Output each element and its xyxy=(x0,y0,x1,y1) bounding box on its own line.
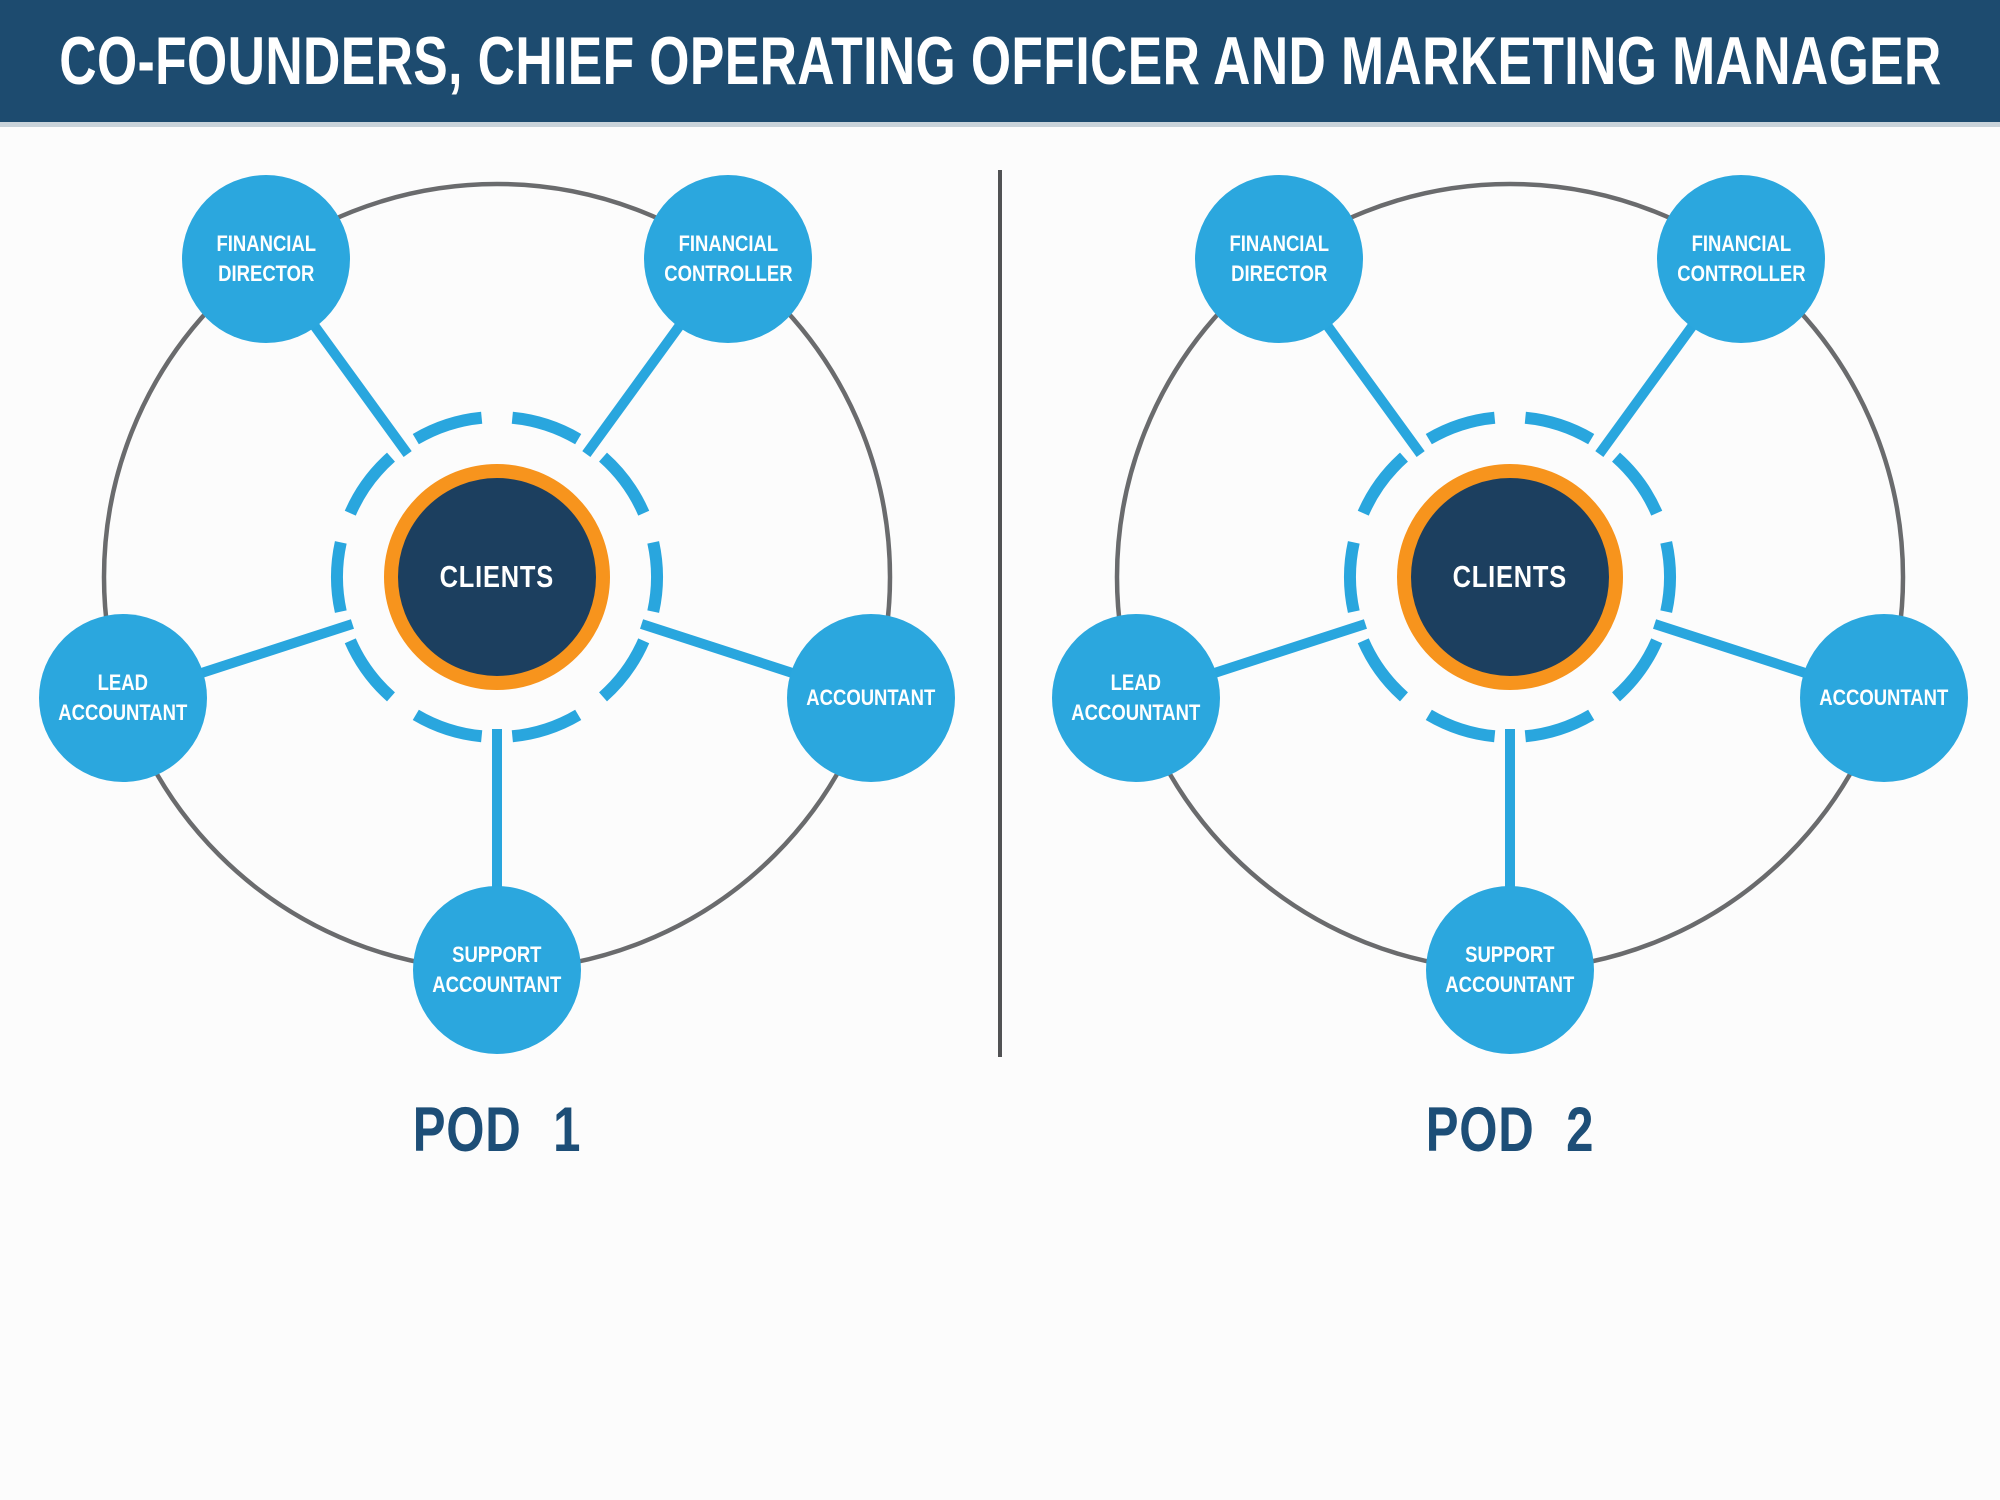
hub-ring-dash xyxy=(598,638,650,702)
spoke-line xyxy=(261,256,412,457)
hub-ring-dash xyxy=(1524,709,1595,743)
hub-ring-dash xyxy=(344,452,396,516)
spoke-line xyxy=(121,619,354,704)
pod-1-lines xyxy=(101,181,893,973)
hub-ring-dash xyxy=(1611,638,1663,702)
page-title: CO-FOUNDERS, CHIEF OPERATING OFFICER AND… xyxy=(58,23,1942,99)
pods-divider xyxy=(998,170,1002,1057)
pod-2-lines xyxy=(1114,181,1906,973)
hub-ring-dash xyxy=(1660,541,1676,613)
hub-ring-dash xyxy=(1425,709,1496,743)
hub-ring-dash xyxy=(598,452,650,516)
hub-ring-dash xyxy=(331,541,347,613)
hub-ring-dash xyxy=(412,709,483,743)
spoke-line xyxy=(1274,256,1425,457)
spoke-line xyxy=(582,256,733,457)
hub-ring-dash xyxy=(1425,411,1496,445)
spoke-line xyxy=(1134,619,1367,704)
header-banner: CO-FOUNDERS, CHIEF OPERATING OFFICER AND… xyxy=(0,0,2000,127)
hub-ring-dash xyxy=(412,411,483,445)
hub-ring-dash xyxy=(1611,452,1663,516)
spoke-line xyxy=(1595,256,1746,457)
hub-ring-dash xyxy=(511,411,582,445)
hub-ring-dash xyxy=(1357,638,1409,702)
hub-ring-dash xyxy=(1344,541,1360,613)
hub-ring-dash xyxy=(1524,411,1595,445)
hub-ring-dash xyxy=(344,638,396,702)
hub-ring-dash xyxy=(511,709,582,743)
spoke-line xyxy=(1653,619,1886,704)
hub-ring-dash xyxy=(1357,452,1409,516)
spoke-line xyxy=(640,619,873,704)
hub-ring-dash xyxy=(647,541,663,613)
